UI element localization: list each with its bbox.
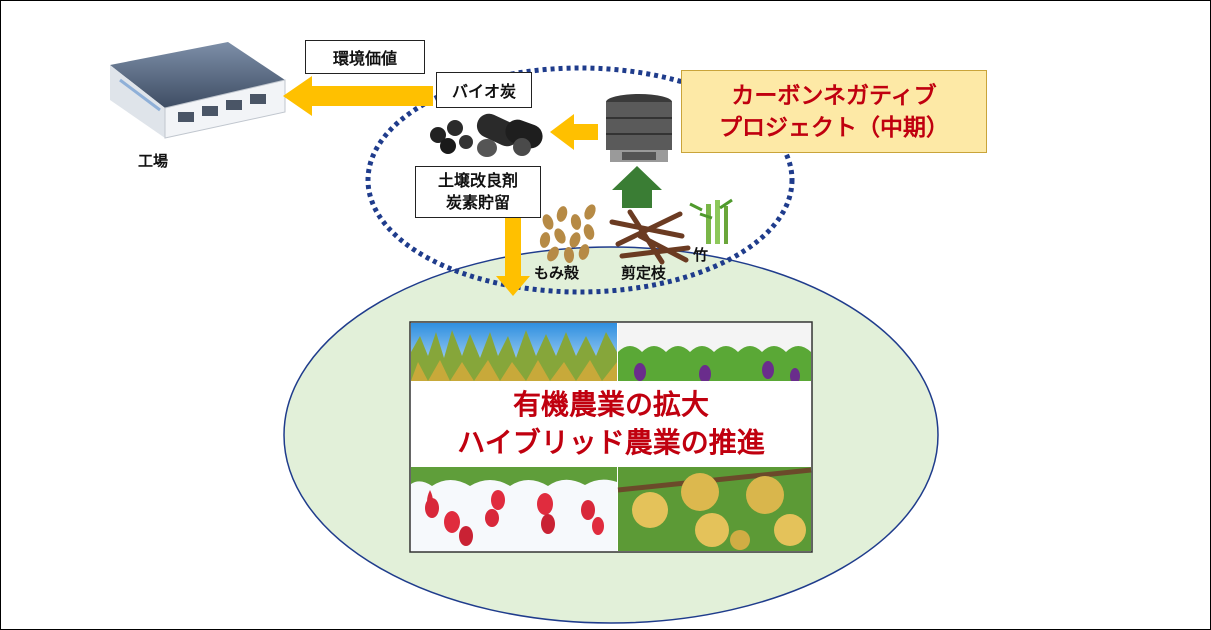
organic-farming-banner: 有機農業の拡大 ハイブリッド農業の推進: [412, 381, 810, 467]
pear-icon: [617, 467, 812, 551]
pruned-branches-label: 剪定枝: [621, 264, 667, 282]
strawberry-icon: [411, 467, 617, 551]
rice-field-icon: [411, 323, 617, 381]
branches-icon: [609, 209, 691, 265]
bamboo-icon: [689, 198, 733, 244]
carbon-storage-label: 炭素貯留: [445, 193, 510, 212]
environmental-value-label: 環境価値: [332, 49, 397, 68]
carbon-negative-project-box: カーボンネガティブ プロジェクト（中期）: [681, 70, 987, 153]
biochar-box: バイオ炭: [436, 72, 532, 108]
rice-husk-icon: [539, 204, 596, 263]
factory-label: 工場: [138, 152, 169, 170]
project-title-line1: カーボンネガティブ: [731, 82, 937, 109]
project-title-line2: プロジェクト（中期）: [719, 114, 949, 141]
banner-line2: ハイブリッド農業の推進: [457, 426, 765, 459]
bamboo-label: 竹: [693, 246, 709, 264]
dashed-cycle-ellipse: [365, 65, 795, 295]
green-up-arrow: [612, 166, 662, 208]
value-arrow: [283, 76, 433, 116]
kiln-to-biochar-arrow: [550, 114, 598, 150]
environmental-value-box: 環境価値: [305, 40, 425, 74]
soil-improver-label: 土壌改良剤: [437, 171, 518, 190]
kiln-icon: [606, 94, 672, 162]
rice-husk-label: もみ殻: [534, 264, 580, 282]
vegetable-field-icon: [618, 323, 811, 384]
biochar-label: バイオ炭: [451, 82, 516, 101]
to-farm-arrow: [496, 216, 530, 296]
banner-line1: 有機農業の拡大: [512, 388, 709, 421]
soil-improver-box: 土壌改良剤 炭素貯留: [415, 166, 541, 218]
biochar-icon: [430, 113, 543, 157]
factory-icon: [110, 42, 286, 139]
